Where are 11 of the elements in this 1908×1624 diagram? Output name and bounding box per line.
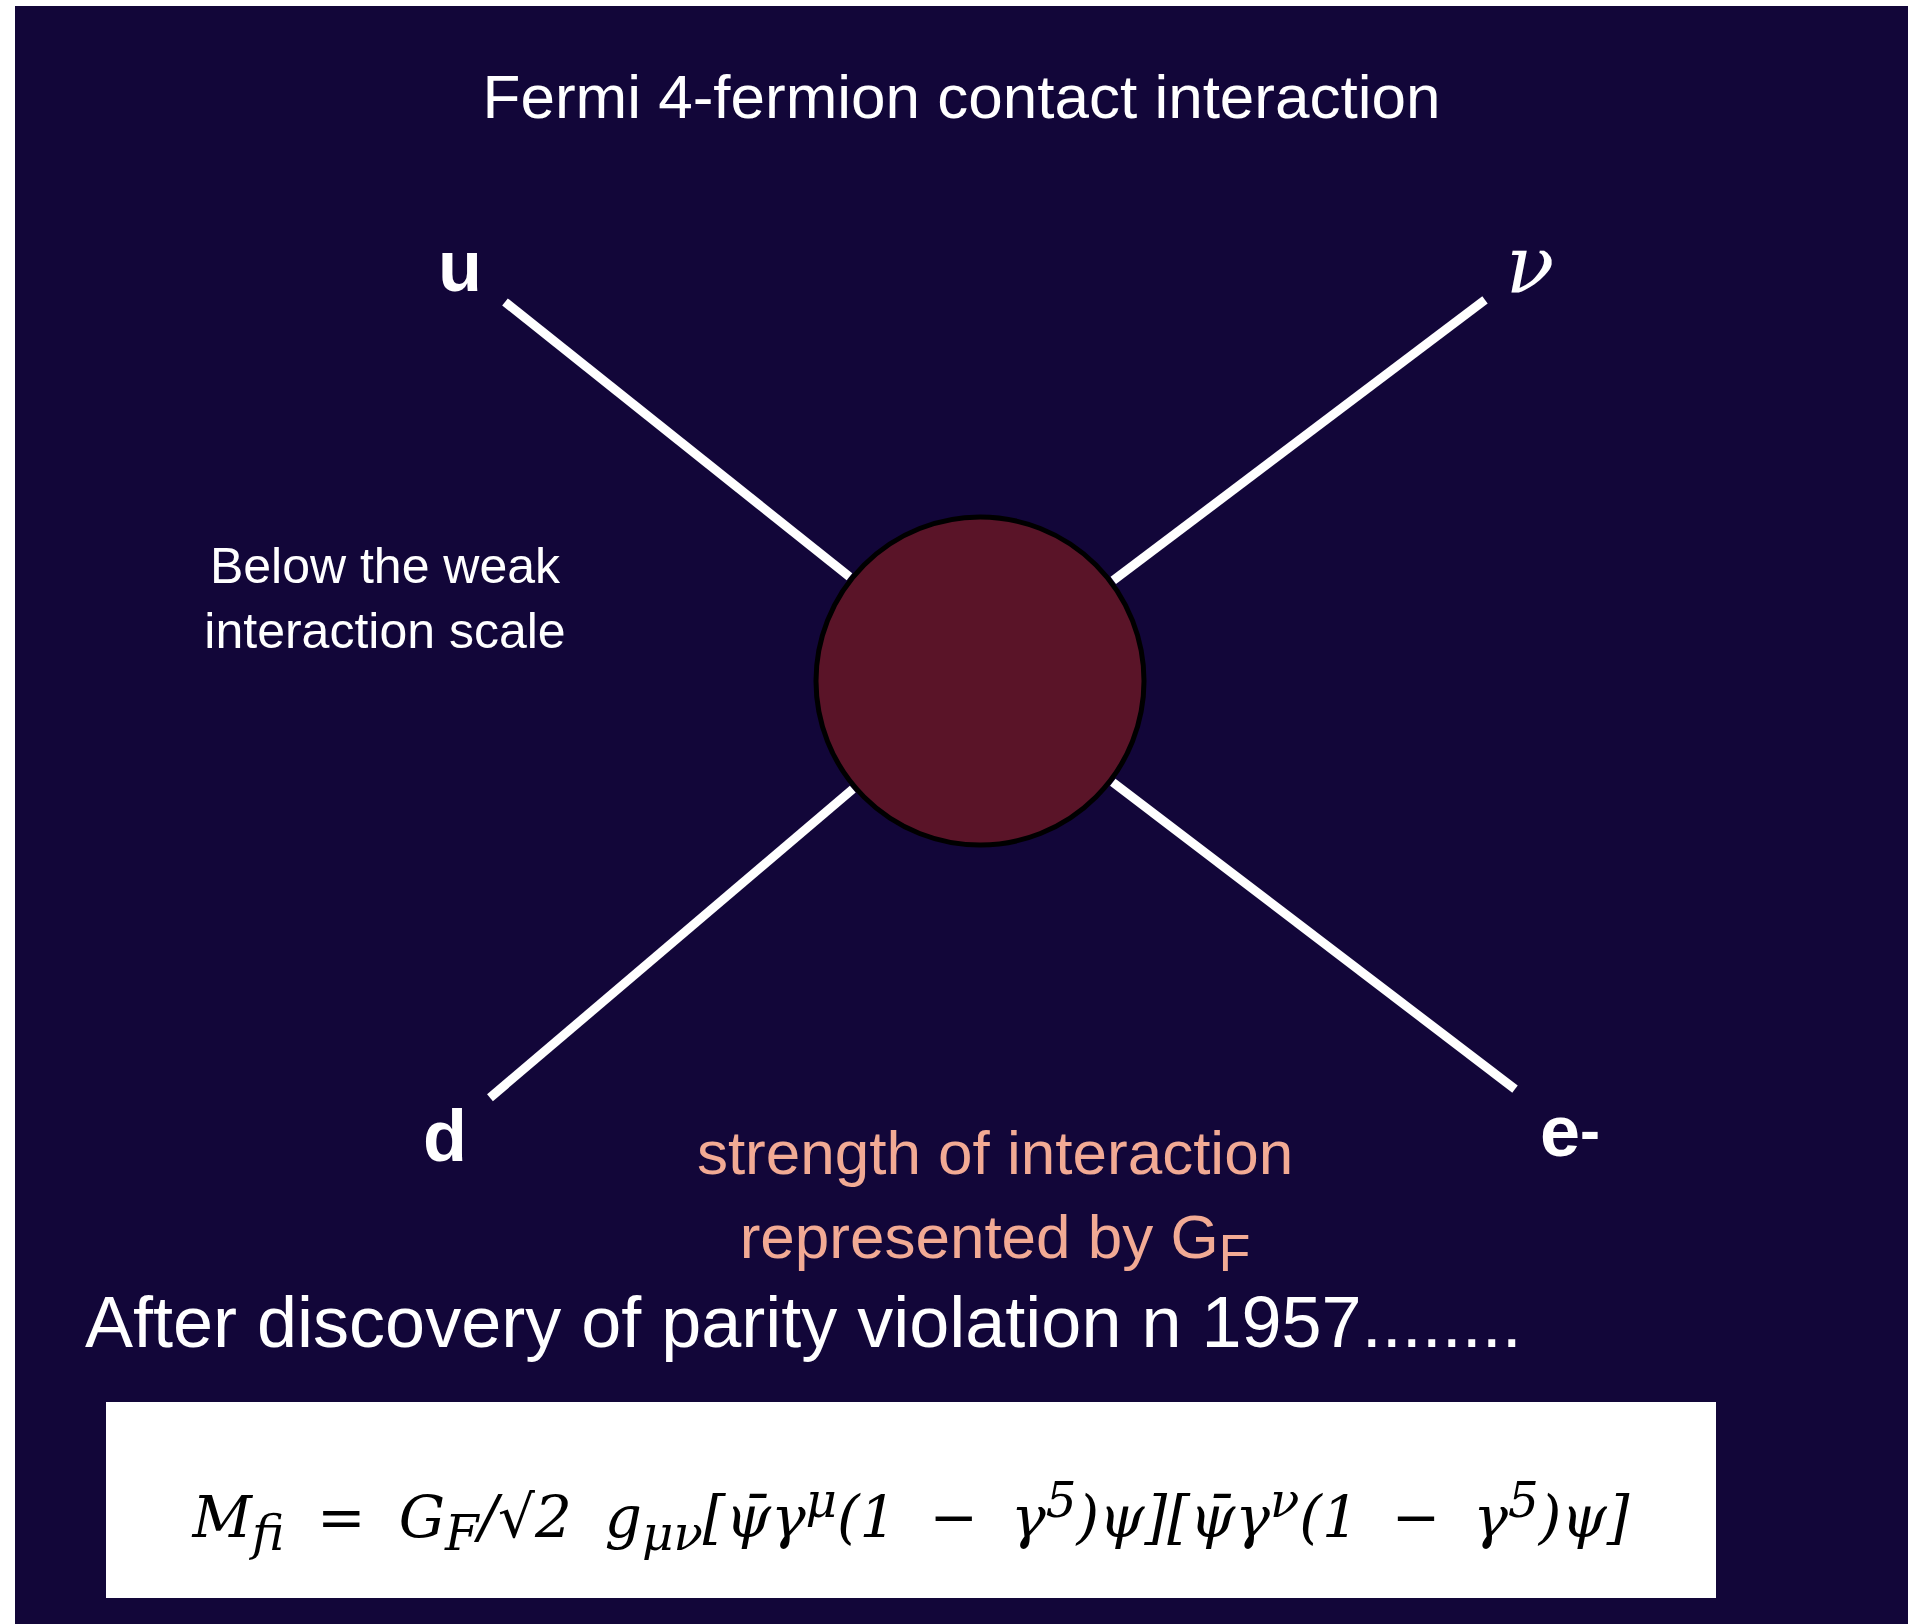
fermion-line: [1110, 296, 1488, 584]
fermion-line: [502, 298, 853, 581]
interaction-vertex: [813, 514, 1147, 848]
particle-label: d: [400, 1081, 490, 1191]
note-text: Below the weak interaction scale: [203, 537, 567, 661]
formula: M$_{fi}$ = G$_{F}$/√2 g$_{μν}$[ψ̄γ$^{μ}$(1 − γ$^{5}$)ψ][ψ̄γ$^{ν}$(1 − γ$^{5}$)ψ]: [106, 1402, 1716, 1598]
title: Fermi 4-fermion contact interaction: [481, 61, 1442, 132]
particle-label: u: [415, 216, 505, 316]
fermion-line: [487, 785, 856, 1102]
particle-label: ν: [1485, 211, 1575, 321]
fermion-line: [1110, 778, 1518, 1093]
